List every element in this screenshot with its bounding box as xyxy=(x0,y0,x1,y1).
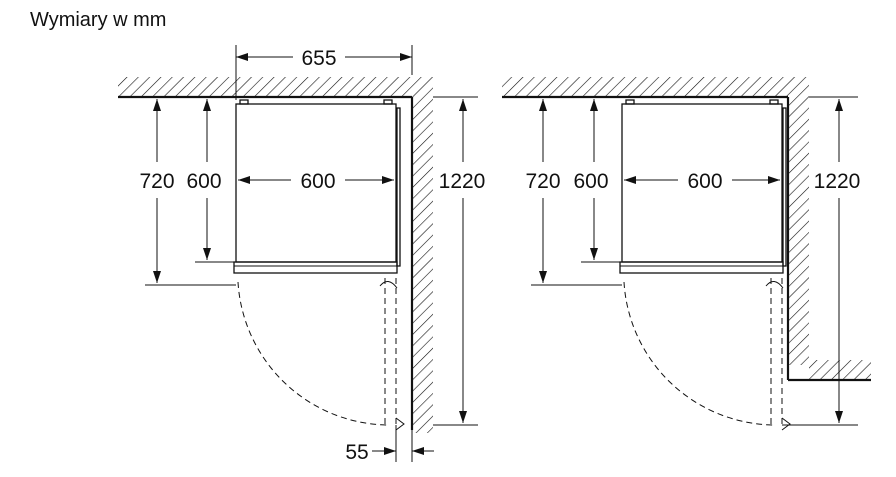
right-depth-open-label: 720 xyxy=(525,170,560,193)
right-dim-length-open: 1220 xyxy=(782,96,861,426)
left-dim-offset: 55 xyxy=(345,425,434,464)
right-dim-width-body: 600 xyxy=(624,170,780,193)
page-title: Wymiary w mm xyxy=(30,9,167,31)
right-dim-depth-open: 720 xyxy=(525,96,622,286)
left-dim-width-body: 600 xyxy=(238,170,394,193)
left-appliance-body xyxy=(233,99,401,274)
left-depth-body-label: 600 xyxy=(186,170,221,193)
left-dim-depth-open: 720 xyxy=(139,96,236,286)
right-dim-depth-body: 600 xyxy=(573,99,622,263)
right-wall-hatching xyxy=(502,77,871,382)
left-length-open-label: 1220 xyxy=(439,170,486,193)
left-dim-width-overall: 655 xyxy=(235,45,413,100)
left-offset-label: 55 xyxy=(345,441,368,464)
left-wall-hatching xyxy=(118,77,433,433)
left-dim-depth-body: 600 xyxy=(186,99,236,263)
right-door-swing xyxy=(623,278,791,431)
left-door-swing xyxy=(237,278,405,431)
left-dim-length-open: 1220 xyxy=(433,96,486,426)
right-depth-body-label: 600 xyxy=(573,170,608,193)
right-appliance-body xyxy=(619,99,787,274)
left-width-body-label: 600 xyxy=(300,170,335,193)
right-view: 720 600 600 1220 xyxy=(502,77,871,431)
left-view: 655 720 600 600 xyxy=(118,45,485,464)
right-length-open-label: 1220 xyxy=(814,170,861,193)
right-width-body-label: 600 xyxy=(687,170,722,193)
left-width-overall-label: 655 xyxy=(301,47,336,70)
left-depth-open-label: 720 xyxy=(139,170,174,193)
